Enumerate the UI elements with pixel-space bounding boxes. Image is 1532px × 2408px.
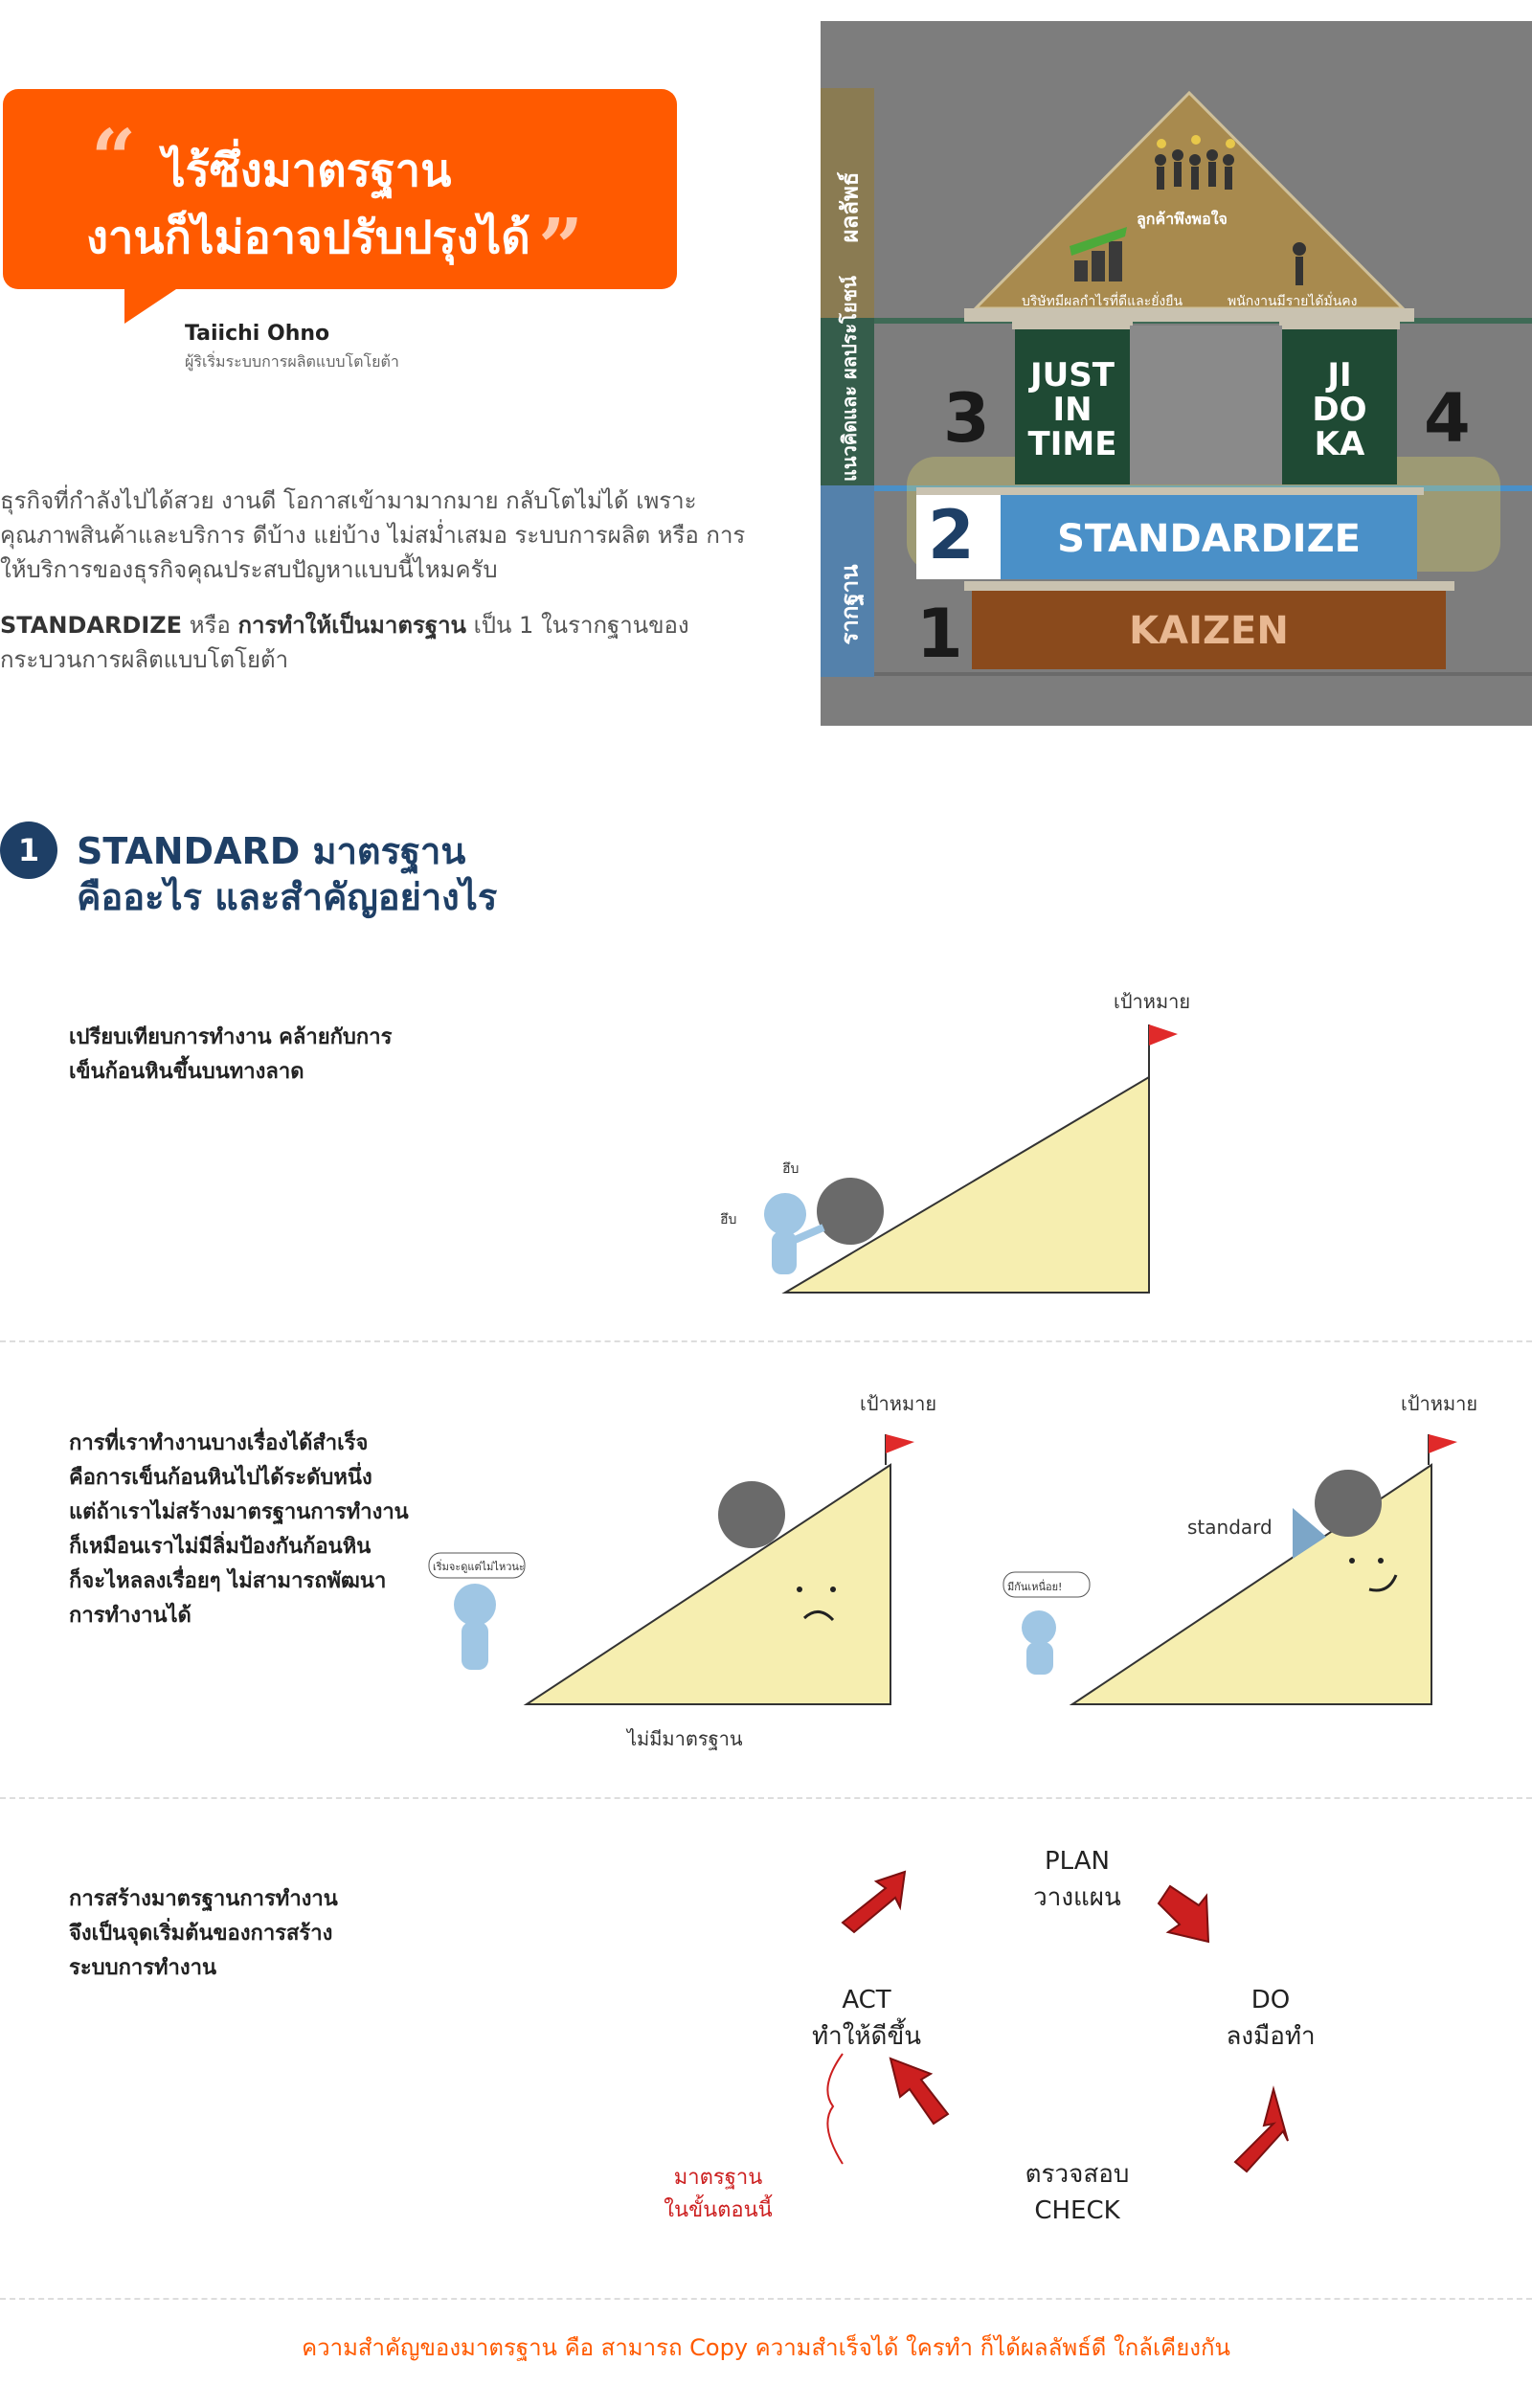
block3-line-1: การสร้างมาตรฐานการทำงาน <box>69 1887 338 1911</box>
block1-sfx-1: ฮึบ <box>782 1161 800 1177</box>
block2-no-standard-illustration <box>428 1434 914 1705</box>
pdca-check-en: CHECK <box>1034 2196 1120 2225</box>
intro-paragraph: ธุรกิจที่กำลังไปได้สวย งานดี โอกาสเข้ามา… <box>0 487 746 583</box>
number-3: 3 <box>943 379 990 458</box>
roof-employee: พนักงานมีรายได้มั่นคง <box>1228 294 1358 309</box>
block3-line-3: ระบบการทำงาน <box>69 1956 217 1980</box>
pdca-note-line-1: มาตรฐาน <box>673 2166 763 2190</box>
block2-text: การที่เราทำงานบางเรื่องได้สำเร็จ คือการเ… <box>69 1427 409 1633</box>
section-number-badge: 1 <box>0 821 57 879</box>
quote-bubble-tail <box>124 285 182 324</box>
close-quote-icon: ” <box>538 202 584 294</box>
block2-line-2: คือการเข็นก้อนหินไปได้ระดับหนึ่ง <box>69 1466 372 1490</box>
block2-speech-right: มีกันเหนื่อย! <box>1007 1581 1063 1593</box>
house-graphic <box>821 21 1532 726</box>
block2-speech-left: เริ่มจะดูแต่ไม่ไหวนะ <box>433 1561 525 1573</box>
block1-line-2: เข็นก้อนหินขึ้นบนทางลาด <box>69 1060 304 1084</box>
block2-standard-label: standard <box>1187 1516 1273 1539</box>
quote-bubble <box>3 89 677 289</box>
pdca-do-en: DO <box>1250 1986 1291 2014</box>
pillar-right-line-1: JI <box>1327 356 1352 394</box>
intro-rest: เป็น 1 ในรากฐานของกระบวนการผลิตแบบโตโยต้… <box>0 612 689 673</box>
pillar-right-line-3: KA <box>1314 425 1365 463</box>
footer-note: ความสำคัญของมาตรฐาน คือ สามารถ Copy ความ… <box>302 2334 1230 2361</box>
roof-company: บริษัทมีผลกำไรที่ดีและยั่งยืน <box>1022 294 1183 309</box>
section-title-line-1: STANDARD มาตรฐาน <box>77 830 466 872</box>
block2-line-6: การทำงานได้ <box>69 1604 192 1628</box>
block1-line-1: เปรียบเทียบการทำงาน คล้ายกับการ <box>69 1025 393 1049</box>
pillar-left-line-3: TIME <box>1027 425 1117 463</box>
block2-line-4: ก็เหมือนเราไม่มีลิ่มป้องกันก้อนหิน <box>69 1535 372 1559</box>
pdca-do: DO ลงมือทำ <box>1208 1982 1333 2055</box>
number-2: 2 <box>928 496 975 574</box>
block1-sfx-2: ฮึบ <box>720 1212 737 1227</box>
toyota-house-diagram: ผลลัพธ์ แนวคิดและ ผลประโยชน์ รากฐาน ลูกค… <box>821 21 1532 726</box>
block3-line-2: จึงเป็นจุดเริ่มต้นของการสร้าง <box>69 1922 333 1946</box>
pdca-plan: PLAN วางแผน <box>1015 1843 1139 1916</box>
block2-line-3: แต่ถ้าเราไม่สร้างมาตรฐานการทำงาน <box>69 1500 409 1524</box>
label-results: ผลลัพธ์ <box>836 171 864 243</box>
block1-illustration <box>764 1024 1178 1294</box>
pdca-act-en: ACT <box>842 1986 891 2014</box>
divider-3 <box>0 2298 1532 2300</box>
standardize-label: STANDARDIZE <box>1057 517 1361 561</box>
pdca-do-th: ลงมือทำ <box>1226 2022 1316 2051</box>
intro-bold: การทำให้เป็นมาตรฐาน <box>237 612 466 639</box>
label-foundation: รากฐาน <box>836 564 864 645</box>
quote-author: Taiichi Ohno <box>185 322 330 346</box>
pdca-act-th: ทำให้ดีขึ้น <box>811 2022 921 2051</box>
quote-author-role: ผู้ริเริ่มระบบการผลิตแบบโตโยต้า <box>185 352 399 371</box>
pdca-check-th: ตรวจสอบ <box>1025 2160 1130 2189</box>
block1-goal-label: เป้าหมาย <box>1114 990 1191 1013</box>
pdca-note-line-2: ในขั้นตอนนี้ <box>664 2198 773 2222</box>
quote-line-2: งานก็ไม่อาจปรับปรุงได้ <box>86 212 530 264</box>
block1-text: เปรียบเทียบการทำงาน คล้ายกับการ เข็นก้อน… <box>69 1021 392 1090</box>
block3-text: การสร้างมาตรฐานการทำงาน จึงเป็นจุดเริ่มต… <box>69 1882 338 1986</box>
intro-term: STANDARDIZE <box>0 612 183 639</box>
intro-paragraph-2: STANDARDIZE หรือ การทำให้เป็นมาตรฐาน เป็… <box>0 608 766 677</box>
pillar-just-in-time: JUST IN TIME <box>1015 358 1130 461</box>
pdca-note: มาตรฐาน ในขั้นตอนนี้ <box>642 2162 795 2227</box>
block2-goal-left: เป้าหมาย <box>860 1392 937 1415</box>
roof-customer: ลูกค้าพึงพอใจ <box>1137 210 1228 228</box>
pdca-arrows <box>826 1870 1289 2173</box>
quote-line-1: ไร้ซึ่งมาตรฐาน <box>163 145 452 197</box>
block2-line-1: การที่เราทำงานบางเรื่องได้สำเร็จ <box>69 1431 369 1455</box>
pillar-right-line-2: DO <box>1312 391 1367 429</box>
pdca-plan-en: PLAN <box>1045 1847 1110 1876</box>
section-title-line-2: คืออะไร และสำคัญอย่างไร <box>77 876 498 918</box>
block2-standard-illustration <box>1003 1434 1457 1705</box>
pillar-left-line-1: JUST <box>1030 356 1115 394</box>
pillar-jidoka: JI DO KA <box>1282 358 1397 461</box>
pdca-plan-th: วางแผน <box>1033 1883 1121 1912</box>
block2-goal-right: เป้าหมาย <box>1401 1392 1478 1415</box>
label-concept: แนวคิดและ ผลประโยชน์ <box>838 276 861 482</box>
block2-line-5: ก็จะไหลลงเรื่อยๆ ไม่สามารถพัฒนา <box>69 1569 387 1593</box>
pillar-left-line-2: IN <box>1052 391 1093 429</box>
pdca-act: ACT ทำให้ดีขึ้น <box>795 1982 938 2055</box>
divider-2 <box>0 1797 1532 1799</box>
block2-no-standard-label: ไม่มีมาตรฐาน <box>627 1727 743 1750</box>
divider-1 <box>0 1340 1532 1342</box>
intro-or: หรือ <box>182 612 238 639</box>
open-quote-icon: “ <box>91 113 137 205</box>
kaizen-label: KAIZEN <box>1129 609 1289 653</box>
number-4: 4 <box>1424 379 1471 458</box>
pdca-check: ตรวจสอบ CHECK <box>1005 2156 1149 2229</box>
number-1: 1 <box>916 595 963 673</box>
